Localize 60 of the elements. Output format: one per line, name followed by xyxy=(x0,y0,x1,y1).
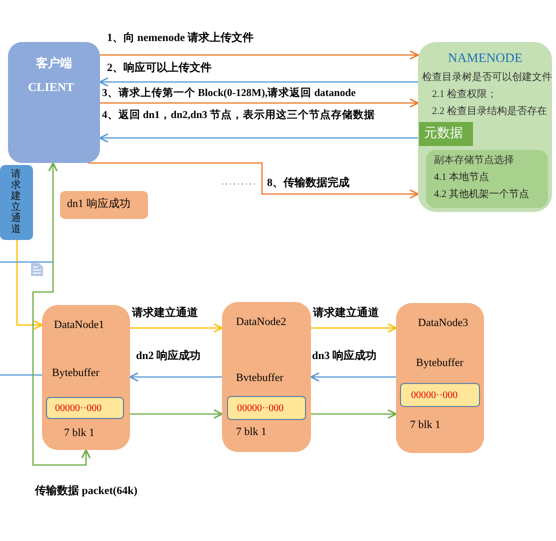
buffer-box xyxy=(46,397,124,419)
node-text: NAMENODE xyxy=(448,50,522,66)
node-text: dn1 响应成功 xyxy=(67,198,130,212)
buffer-box xyxy=(227,396,306,420)
node-text: 客户端 xyxy=(36,56,72,70)
edge-label: 请求建立通道 xyxy=(313,307,379,320)
response-box xyxy=(60,191,148,219)
node-text: 4.2 其他机架一个节点 xyxy=(434,189,529,201)
arrow xyxy=(16,240,43,330)
node-text: 7 blk 1 xyxy=(410,419,441,432)
node-text: DataNode1 xyxy=(54,319,104,332)
node-text: DataNode3 xyxy=(418,317,468,330)
node-text: 元数据 xyxy=(424,126,463,142)
node-text: 00000··000 xyxy=(411,390,458,402)
arrow xyxy=(99,133,418,143)
channel-request-box xyxy=(0,165,33,240)
edge-label: 1、向 nemenode 请求上传文件 xyxy=(107,32,254,46)
node-text: 4.1 本地节点 xyxy=(434,172,489,184)
datanode-box xyxy=(222,302,311,452)
node-text: 7 blk 1 xyxy=(64,427,95,440)
arrow xyxy=(311,409,397,419)
node-text: DataNode2 xyxy=(236,316,286,330)
arrow xyxy=(100,50,419,60)
arrow xyxy=(311,323,397,333)
node-text: 请求建立通道 xyxy=(11,169,21,235)
edge-label: 请求建立通道 xyxy=(132,307,198,320)
edge-label: dn3 响应成功 xyxy=(312,350,376,364)
edge-label: 3、请求上传第一个 Block(0-128M),请求返回 datanode xyxy=(102,88,356,101)
datanode-box xyxy=(396,303,484,453)
arrow xyxy=(88,162,419,199)
connector-line xyxy=(0,374,42,376)
edge-label: 4、返回 dn1，dn2,dn3 节点，表示用这三个节点存储数据 xyxy=(102,110,375,123)
node-text: 00000··000 xyxy=(237,403,284,415)
node-text: Bvtebuffer xyxy=(236,372,284,386)
edge-label: 2、响应可以上传文件 xyxy=(107,62,212,76)
node-text: CLIENT xyxy=(28,80,74,94)
client-box xyxy=(8,42,100,163)
arrow xyxy=(130,409,223,419)
caption-text: 传输数据 packet(64k) xyxy=(35,484,138,498)
node-text: 7 blk 1 xyxy=(236,426,267,440)
buffer-box xyxy=(400,383,480,407)
arrow xyxy=(129,372,222,382)
node-text: 检查目录树是否可以创建文件 xyxy=(422,72,552,84)
node-text: 2.2 检查目录结构是否存在 xyxy=(432,106,547,118)
arrow xyxy=(100,98,419,108)
node-text: Bytebuffer xyxy=(416,357,464,370)
arrow xyxy=(32,162,91,466)
datanode-box xyxy=(42,305,130,450)
arrow xyxy=(99,77,418,87)
arrow xyxy=(310,372,396,382)
edge-label: dn2 响应成功 xyxy=(136,350,200,364)
node-text: 2.1 检查权限； xyxy=(432,89,497,101)
node-text: Bytebuffer xyxy=(52,367,100,380)
metadata-tab xyxy=(419,122,473,146)
node-text: 副本存储节点选择 xyxy=(434,155,514,167)
edge-label: 8、传输数据完成 xyxy=(267,177,350,190)
replica-box xyxy=(426,150,548,208)
node-text: 00000··000 xyxy=(55,403,102,415)
arrow xyxy=(130,323,223,333)
namenode-box xyxy=(418,42,552,212)
